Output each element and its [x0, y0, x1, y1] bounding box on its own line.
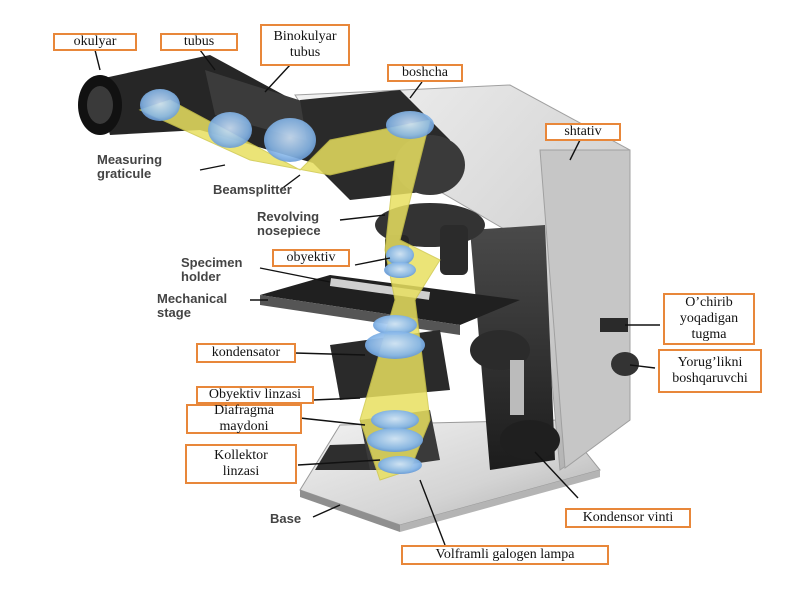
label-okulyar-text: okulyar — [73, 34, 117, 49]
label-obyektiv-linzasi-text: Obyektiv linzasi — [208, 387, 302, 402]
label-tubus-text: tubus — [183, 34, 215, 49]
leader-lines — [94, 49, 660, 546]
label-ochirib-line2: yoqadigan — [679, 311, 739, 326]
specimen-line2: holder — [181, 269, 221, 284]
text-beamsplitter: Beamsplitter — [213, 183, 323, 197]
label-lampa-text: Volframli galogen lampa — [435, 547, 575, 562]
revolving-line1: Revolving — [257, 209, 320, 224]
label-volframli-galogen-lampa: Volframli galogen lampa — [401, 545, 609, 565]
label-kondensor-vinti: Kondensor vinti — [565, 508, 691, 528]
text-mechanical-stage: Mechanical stage — [157, 292, 252, 320]
label-kondensator: kondensator — [196, 343, 296, 363]
label-yorug-line1: Yorug’likni — [677, 355, 743, 370]
mechanical-line2: stage — [157, 305, 191, 320]
label-diafragma-line2: maydoni — [219, 419, 269, 434]
label-ochirib-line3: tugma — [691, 327, 727, 342]
label-obyektiv-linzasi: Obyektiv linzasi — [196, 386, 314, 404]
label-kondensator-text: kondensator — [211, 345, 281, 360]
label-kollektor-linzasi: Kollektor linzasi — [185, 444, 297, 484]
specimen-line1: Specimen — [181, 255, 243, 270]
label-kollektor-line2: linzasi — [222, 464, 260, 479]
text-measuring-graticule: Measuring graticule — [97, 153, 207, 181]
label-diafragma-line1: Diafragma — [214, 403, 274, 418]
label-boshcha-text: boshcha — [402, 65, 448, 80]
label-shtativ: shtativ — [545, 123, 621, 141]
label-tubus: tubus — [160, 33, 238, 51]
text-specimen-holder: Specimen holder — [181, 256, 271, 284]
beamsplitter-line: Beamsplitter — [213, 182, 292, 197]
base-line: Base — [270, 511, 302, 526]
label-yoruglikni-boshqaruvchi: Yorug’likni boshqaruvchi — [658, 349, 762, 393]
label-diafragma-maydoni: Diafragma maydoni — [186, 403, 302, 434]
measuring-line1: Measuring — [97, 152, 163, 167]
text-revolving-nosepiece: Revolving nosepiece — [257, 210, 357, 238]
label-shtativ-text: shtativ — [564, 124, 602, 139]
measuring-line2: graticule — [97, 166, 152, 181]
text-base: Base — [270, 512, 320, 526]
label-ochirib-yoqadigan-tugma: O’chirib yoqadigan tugma — [663, 293, 755, 345]
label-binokulyar-line2: tubus — [289, 45, 321, 60]
mechanical-line1: Mechanical — [157, 291, 228, 306]
label-kondensor-vinti-text: Kondensor vinti — [582, 510, 674, 525]
label-ochirib-line1: O’chirib — [685, 295, 733, 310]
label-obyektiv-text: obyektiv — [286, 250, 336, 265]
lens-elements — [140, 89, 434, 474]
label-yorug-line2: boshqaruvchi — [672, 371, 748, 386]
label-binokulyar-line1: Binokulyar — [273, 29, 337, 44]
label-kollektor-line1: Kollektor — [214, 448, 268, 463]
label-okulyar: okulyar — [53, 33, 137, 51]
label-boshcha: boshcha — [387, 64, 463, 82]
label-binokulyar-tubus: Binokulyar tubus — [260, 24, 350, 66]
revolving-line2: nosepiece — [257, 223, 321, 238]
label-obyektiv: obyektiv — [272, 249, 350, 267]
